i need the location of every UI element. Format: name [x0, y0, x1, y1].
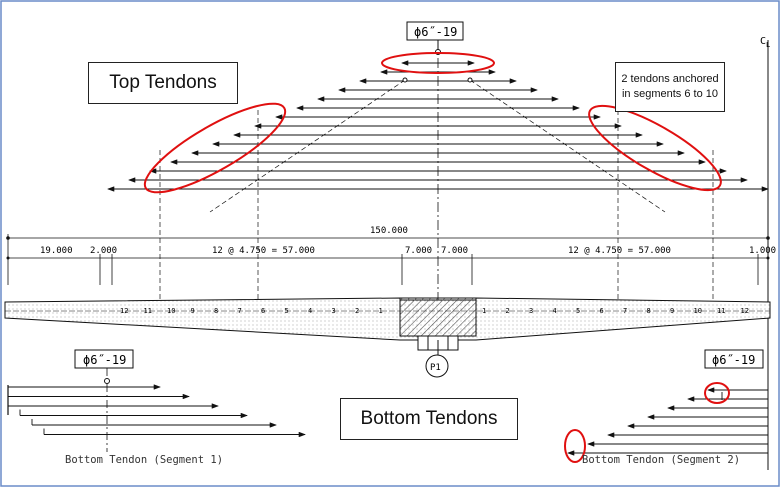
- highlight-top-right: [588, 104, 722, 192]
- segment-left-9: 9: [191, 307, 195, 315]
- bottom-right-tendon-lines: [567, 387, 768, 456]
- bottom-seg1-label: Bottom Tendon (Segment 1): [65, 454, 223, 466]
- highlight-top-left: [143, 102, 287, 194]
- top-tendons-callout: Top Tendons: [88, 62, 238, 104]
- top-tendon-lines: [107, 60, 769, 192]
- anchor-note-callout: 2 tendons anchored in segments 6 to 10: [615, 62, 725, 112]
- dim-7-right: 7.000: [441, 246, 468, 256]
- pier-label: P1: [430, 363, 441, 373]
- segment-right-5: 5: [576, 307, 580, 315]
- segment-right-6: 6: [600, 307, 604, 315]
- bottom-tendons-callout: Bottom Tendons: [340, 398, 518, 440]
- tendon-spec-box-bottom-right: [704, 349, 764, 369]
- tendon-spec-top: ϕ6˝-19: [414, 25, 457, 39]
- highlight-bottom-right-left: [564, 429, 586, 463]
- dim-left-spans: 12 @ 4.750 = 57.000: [212, 246, 315, 256]
- bottom-left-tendon-lines: [8, 384, 306, 438]
- reference-lines: [159, 110, 714, 300]
- segment-left-4: 4: [308, 307, 312, 315]
- segment-right-2: 2: [506, 307, 510, 315]
- segment-right-8: 8: [647, 307, 651, 315]
- tendon-spec-box-top: [406, 21, 464, 41]
- segment-left-11: 11: [144, 307, 152, 315]
- bottom-seg2-label: Bottom Tendon (Segment 2): [582, 454, 740, 466]
- dim-overall: 150.000: [370, 226, 408, 236]
- diagonal-right: [469, 79, 666, 213]
- highlight-top-center: [381, 52, 495, 74]
- dim-1: 1.000: [749, 246, 776, 256]
- dim-2: 2.000: [90, 246, 117, 256]
- segment-right-7: 7: [623, 307, 627, 315]
- segment-left-3: 3: [332, 307, 336, 315]
- anchor-note-line1: 2 tendons anchored: [621, 73, 719, 85]
- segment-left-5: 5: [285, 307, 289, 315]
- diagonal-left: [209, 79, 406, 213]
- segment-left-8: 8: [214, 307, 218, 315]
- segment-right-11: 11: [717, 307, 725, 315]
- segment-left-7: 7: [238, 307, 242, 315]
- tendon-spec-bottom-left: ϕ6˝-19: [83, 353, 126, 367]
- tendon-spec-box-bottom-left: [74, 349, 134, 369]
- segment-right-9: 9: [670, 307, 674, 315]
- segment-right-4: 4: [553, 307, 557, 315]
- segment-right-12: 12: [741, 307, 749, 315]
- cl-sub: L: [766, 41, 770, 49]
- segment-left-12: 12: [120, 307, 128, 315]
- dim-19: 19.000: [40, 246, 73, 256]
- segment-left-2: 2: [355, 307, 359, 315]
- segment-right-10: 10: [694, 307, 702, 315]
- dim-right-spans: 12 @ 4.750 = 57.000: [568, 246, 671, 256]
- pier-marker: [425, 354, 449, 378]
- segment-right-3: 3: [529, 307, 533, 315]
- highlight-bottom-right-top: [704, 382, 730, 404]
- segment-left-6: 6: [261, 307, 265, 315]
- dimension-lines: [7, 234, 768, 285]
- cl-mark: C: [760, 36, 766, 47]
- girder-elevation: [4, 297, 771, 351]
- tendon-spec-bottom-right: ϕ6˝-19: [712, 353, 755, 367]
- segment-left-1: 1: [379, 307, 383, 315]
- dim-7-left: 7.000: [405, 246, 432, 256]
- anchor-note-line2: in segments 6 to 10: [621, 88, 718, 100]
- segment-right-1: 1: [482, 307, 486, 315]
- segment-left-10: 10: [167, 307, 175, 315]
